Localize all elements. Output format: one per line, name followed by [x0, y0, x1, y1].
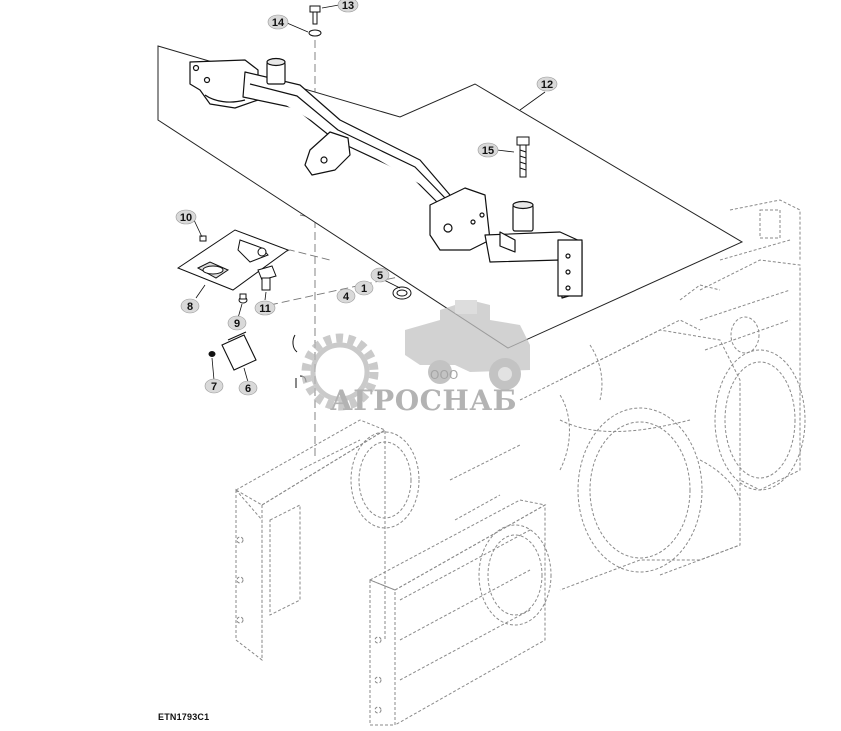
callout-4: 4	[336, 288, 356, 304]
callout-6-label: 6	[245, 383, 251, 395]
callout-9-label: 9	[234, 318, 240, 330]
callout-1: 1	[354, 280, 374, 296]
nut-9	[238, 293, 248, 304]
callout-13-label: 13	[342, 0, 354, 12]
callout-4-label: 4	[343, 291, 350, 303]
callout-9: 9	[227, 315, 247, 331]
washer-14	[308, 29, 322, 37]
screw-11	[261, 277, 271, 291]
callout-11: 11	[254, 300, 276, 316]
callout-7-label: 7	[211, 381, 217, 393]
watermark-company-small: ООО	[430, 368, 458, 382]
callout-12-label: 12	[541, 79, 553, 91]
agrosnab-watermark: ООО АГРОСНАБ	[301, 300, 530, 417]
callout-10-label: 10	[180, 212, 192, 224]
callout-12: 12	[536, 76, 558, 92]
callout-6: 6	[238, 380, 258, 396]
figure-id: ETN1793C1	[158, 712, 210, 722]
nut-7	[208, 351, 216, 357]
callout-10: 10	[175, 209, 197, 225]
frame-background	[234, 199, 806, 726]
bolt-15	[516, 136, 530, 178]
callout-5-label: 5	[377, 270, 383, 282]
callouts: 13 14 12 15 10 8 9 11	[175, 0, 558, 396]
callout-7: 7	[204, 378, 224, 394]
callout-8: 8	[180, 298, 200, 314]
callout-11-label: 11	[259, 303, 271, 315]
watermark-company-name: АГРОСНАБ	[330, 384, 517, 417]
gear-icon	[301, 333, 379, 411]
callout-8-label: 8	[187, 301, 193, 313]
callout-15-label: 15	[482, 145, 494, 157]
cover-plate-6	[221, 331, 257, 371]
support-beam	[189, 57, 583, 299]
callout-14: 14	[267, 14, 289, 30]
callout-1-label: 1	[361, 283, 367, 295]
callout-14-label: 14	[272, 17, 285, 29]
bolt-13	[309, 5, 321, 25]
nut-10	[199, 235, 207, 242]
callout-5: 5	[370, 267, 390, 283]
switch-bracket-assembly-8	[176, 229, 290, 291]
bushing-5	[392, 286, 412, 300]
combine-harvester-icon	[405, 300, 530, 390]
callout-13: 13	[337, 0, 359, 13]
callout-15: 15	[477, 142, 499, 158]
